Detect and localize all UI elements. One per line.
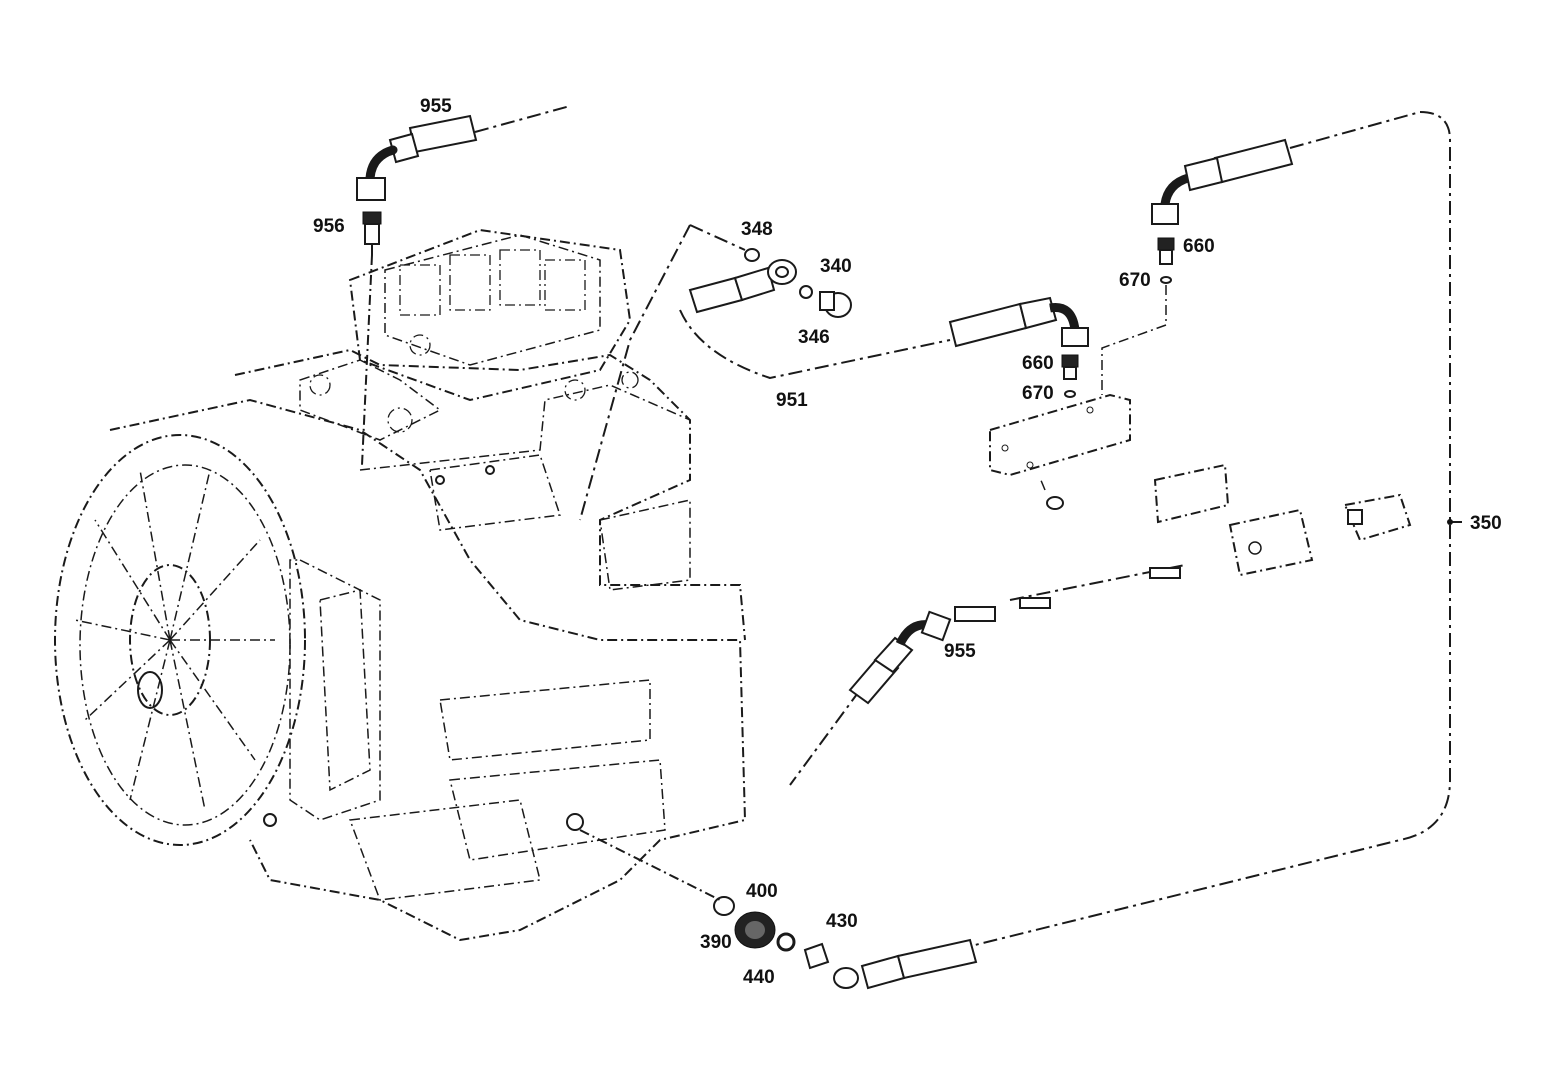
label-955-top: 955 — [420, 96, 452, 117]
hose-951 — [579, 224, 1089, 521]
seal-440 — [776, 932, 796, 952]
label-390: 390 — [700, 932, 732, 953]
plug-390 — [734, 911, 776, 949]
label-951: 951 — [776, 390, 808, 411]
o-ring-348 — [744, 248, 760, 262]
o-ring-400 — [713, 896, 735, 916]
hose-955-middle — [789, 610, 952, 786]
label-670-mid: 670 — [1022, 383, 1054, 404]
hose-955-top-left — [356, 105, 571, 201]
plug-346 — [819, 291, 852, 318]
o-ring-340 — [799, 285, 813, 299]
adapter-430 — [803, 942, 830, 970]
label-348: 348 — [741, 219, 773, 240]
adapter-660-mid — [1061, 354, 1079, 380]
label-340: 340 — [820, 256, 852, 277]
transmission-housing — [54, 228, 747, 942]
label-956: 956 — [313, 216, 345, 237]
label-670-top: 670 — [1119, 270, 1151, 291]
label-350: 350 — [1470, 513, 1502, 534]
label-346: 346 — [798, 327, 830, 348]
hose-955-top-right — [974, 111, 1451, 946]
label-440: 440 — [743, 967, 775, 988]
seal-670-mid — [1064, 390, 1076, 398]
label-660-top: 660 — [1183, 236, 1215, 257]
label-430: 430 — [826, 911, 858, 932]
hose-bottom — [833, 938, 978, 990]
label-400: 400 — [746, 881, 778, 902]
seal-670-top — [1101, 276, 1172, 395]
lower-connection-line — [579, 829, 721, 901]
label-660-mid: 660 — [1022, 353, 1054, 374]
distribution-plate — [954, 393, 1412, 622]
adapter-956 — [361, 211, 382, 466]
label-955-mid: 955 — [944, 641, 976, 662]
adapter-660-top — [1157, 237, 1175, 265]
